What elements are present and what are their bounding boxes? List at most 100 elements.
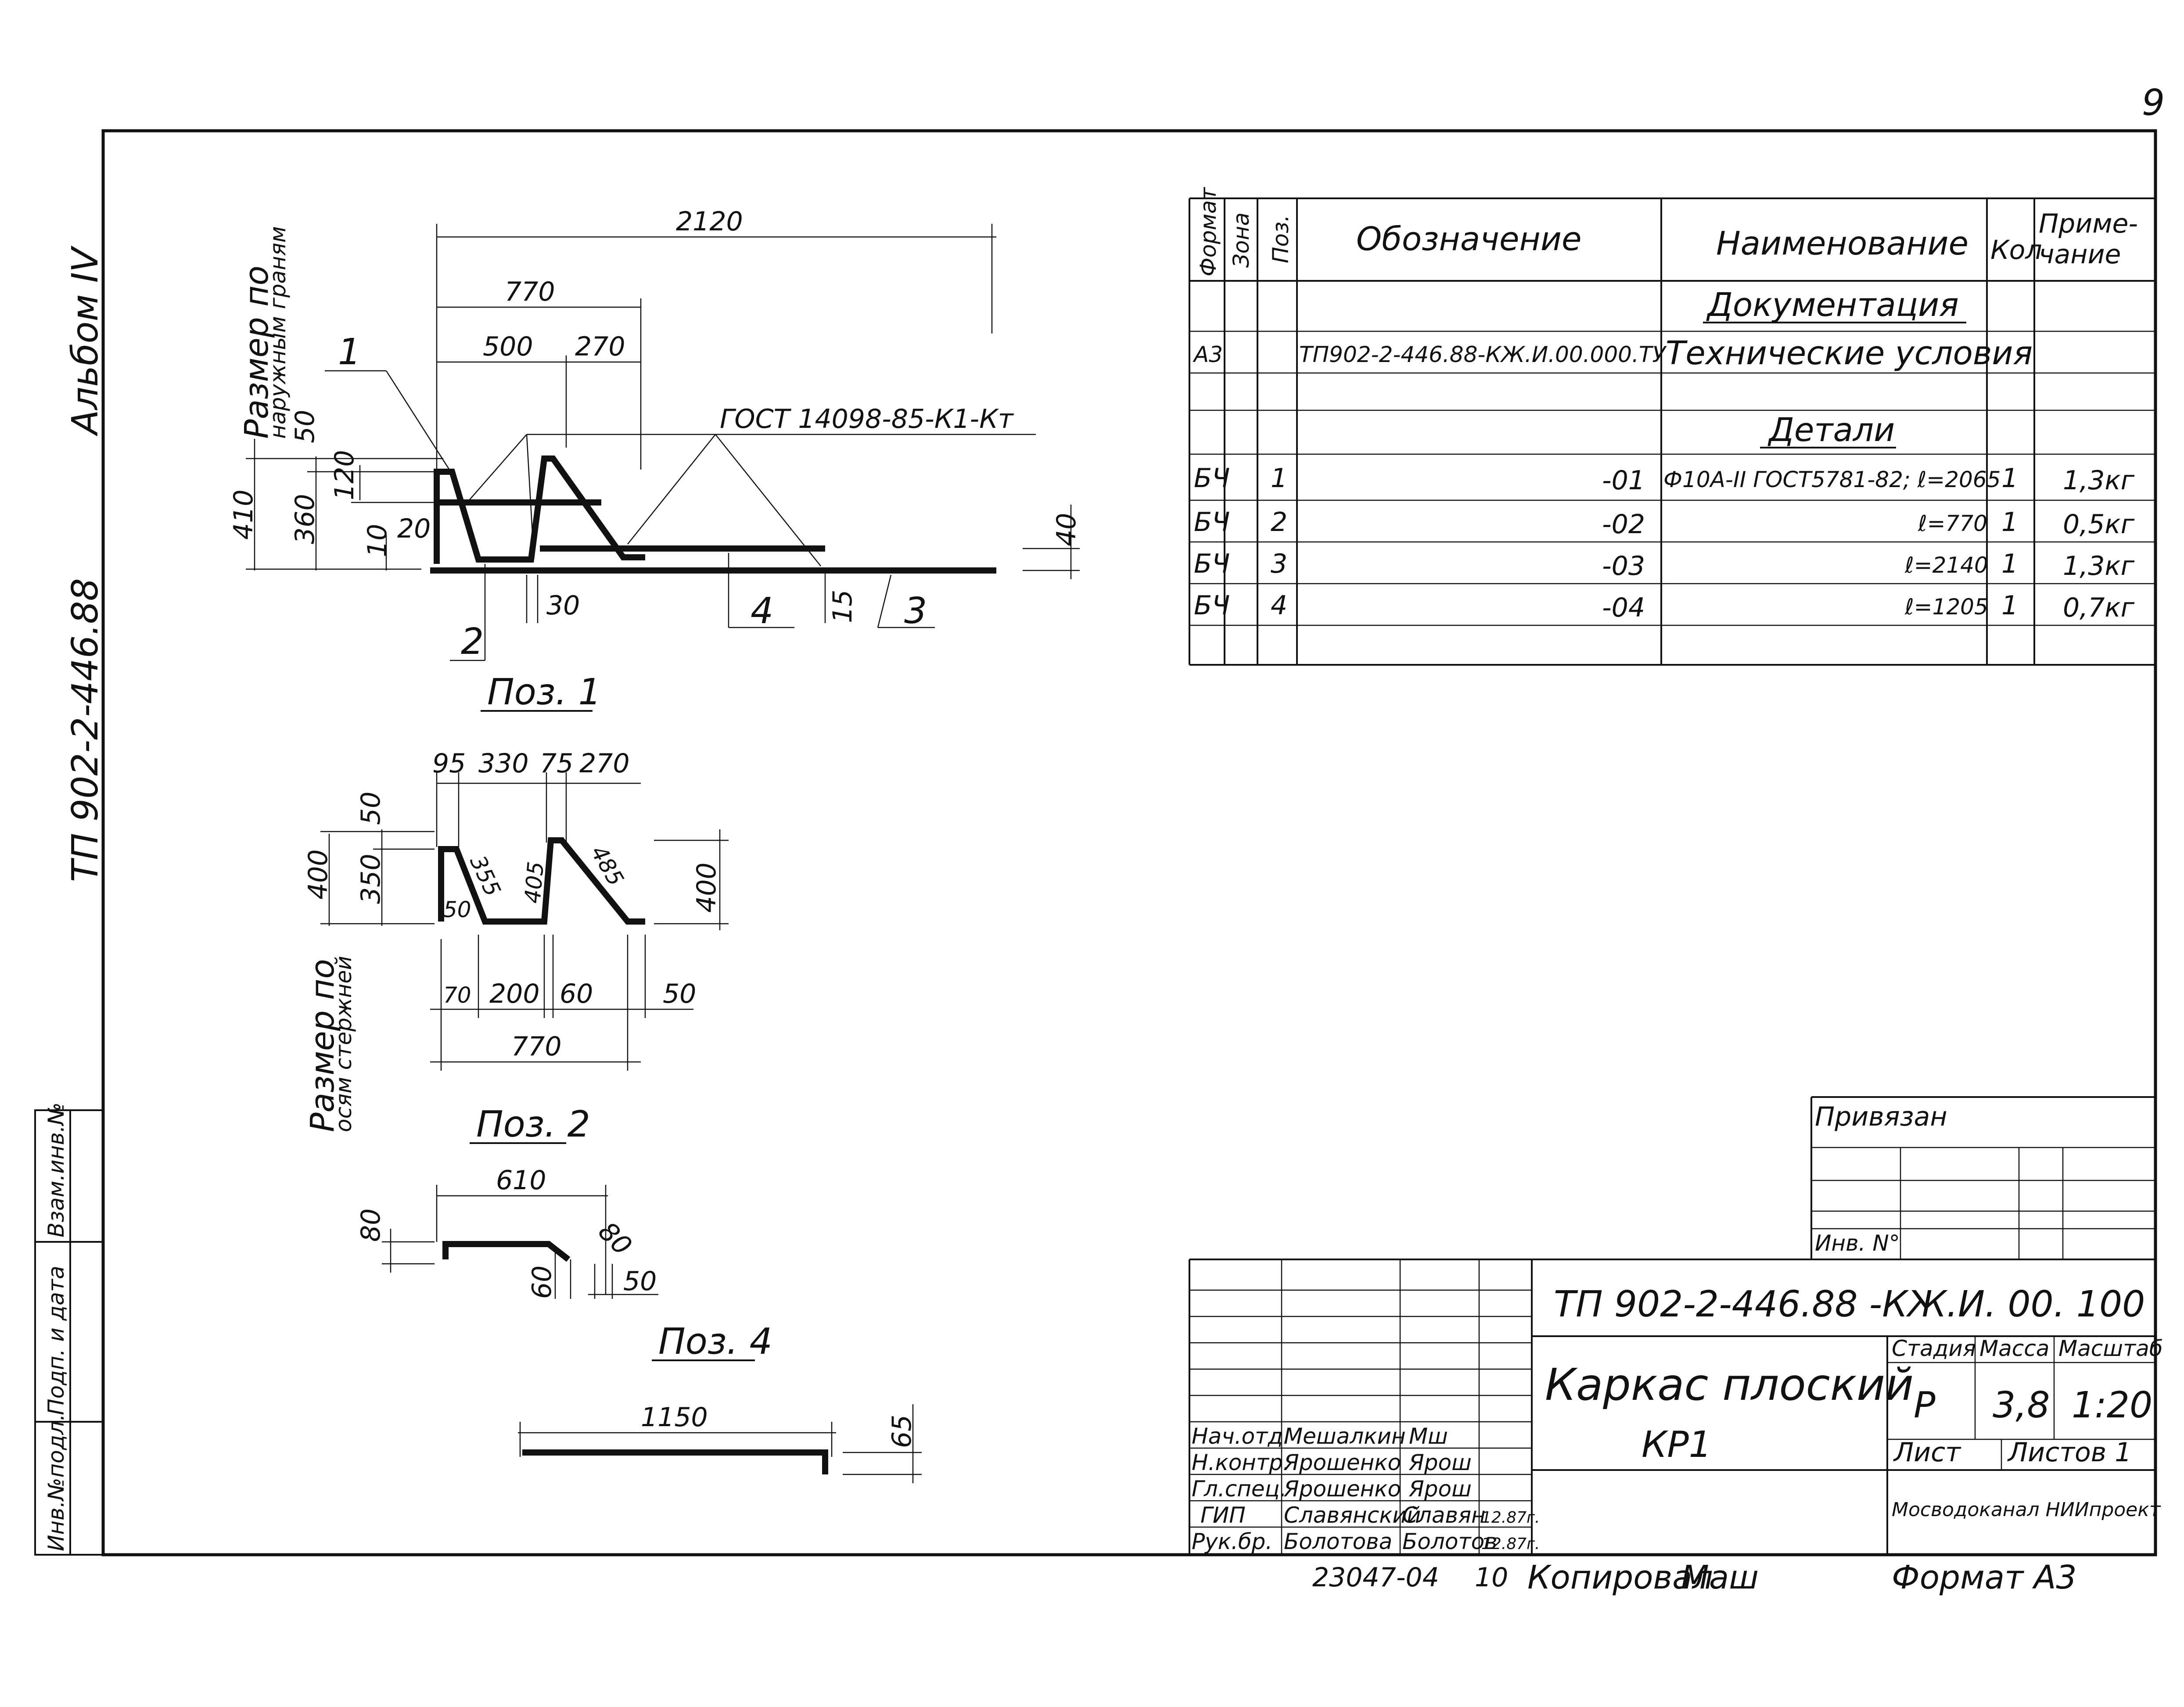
row4-qty: 1	[2001, 590, 2018, 621]
dim-30: 30	[546, 590, 580, 621]
row3-pos: 3	[1271, 549, 1287, 579]
callout-2: 2	[461, 621, 484, 663]
header-name: Наименование	[1716, 225, 1968, 262]
rebar-pos4-bar	[522, 1449, 828, 1474]
dim-330: 330	[478, 748, 529, 779]
row2-pos: 2	[1271, 507, 1287, 538]
album-label: Альбом IV	[65, 245, 106, 437]
left-stamp: Взам.инв.№ Подп. и дата Инв.№подл.	[34, 1102, 104, 1556]
doc-row-designation: ТП902-2-446.88-КЖ.И.00.000.ТУ	[1299, 342, 1667, 367]
row1-qty: 1	[2001, 463, 2018, 494]
dim-500: 500	[483, 331, 533, 362]
row3-designation: -03	[1602, 551, 1645, 581]
note-axes-line1: Размер по	[304, 959, 341, 1132]
dim-40: 40	[1051, 513, 1082, 546]
outer-frame	[101, 129, 2157, 1556]
left-stamp-frame	[34, 1109, 104, 1556]
person-3: Славянский	[1284, 1503, 1421, 1528]
role-0: Нач.отд.	[1192, 1424, 1290, 1449]
row4-note: 0,7кг	[2063, 592, 2135, 623]
privyazan-title: Привязан	[1815, 1101, 1947, 1132]
stage-label: Стадия	[1892, 1336, 1976, 1361]
row3-qty: 1	[2001, 549, 2018, 579]
row3-format: БЧ	[1194, 549, 1230, 579]
footer-copied: Копировал	[1527, 1559, 1713, 1596]
organization: Мосводоканал НИИпроект	[1892, 1499, 2161, 1521]
podp-data-label: Подп. и дата	[43, 1266, 69, 1415]
drawing-pos3: 610 80 80 60 50	[356, 1165, 658, 1299]
sign-3: Славян	[1402, 1503, 1486, 1528]
row2-qty: 1	[2001, 507, 2018, 538]
dim-80-left: 80	[356, 1209, 386, 1242]
sign-0: Мш	[1409, 1424, 1448, 1449]
doc-row-name: Технические условия	[1666, 334, 2033, 372]
drawing-pos2: Размер по осям стержней 95 330 75 270 50…	[303, 748, 729, 1145]
pos4-label: Поз. 4	[658, 1321, 772, 1363]
header-format: Формат	[1196, 186, 1221, 276]
dim-50-bottom: 50	[663, 979, 696, 1009]
row4-designation: -04	[1602, 592, 1645, 623]
header-note-2: чание	[2039, 239, 2121, 270]
dim-360: 360	[290, 494, 320, 544]
header-zone: Зона	[1228, 212, 1254, 268]
dim-75: 75	[540, 748, 573, 779]
dim-70: 70	[443, 983, 471, 1008]
dim-400-right: 400	[691, 862, 722, 913]
dim-410: 410	[228, 489, 259, 540]
dim-50-inner: 50	[443, 897, 471, 922]
sign-4: Болотов	[1402, 1529, 1498, 1554]
scale-label: Масштаб	[2058, 1336, 2163, 1361]
table-row: БЧ 4 -04 ℓ=1205 1 0,7кг	[1194, 590, 2135, 623]
dim-200: 200	[489, 979, 540, 1009]
dim-15: 15	[827, 590, 858, 623]
dim-50-top: 50	[356, 792, 386, 825]
rebar-pos3-anchor	[442, 1241, 571, 1262]
table-row: БЧ 2 -02 ℓ=770 1 0,5кг	[1194, 507, 2135, 540]
dim-1150: 1150	[641, 1402, 708, 1433]
row2-note: 0,5кг	[2063, 509, 2135, 540]
dim-400-left: 400	[303, 849, 334, 900]
vzam-inv-label: Взам.инв.№	[43, 1102, 69, 1237]
row2-format: БЧ	[1194, 507, 1230, 538]
project-code-vertical: ТП 902-2-446.88	[65, 578, 106, 882]
row2-designation: -02	[1602, 509, 1645, 540]
dim-60: 60	[560, 979, 593, 1009]
header-designation: Обозначение	[1356, 220, 1581, 258]
row4-name: ℓ=1205	[1904, 594, 1988, 620]
table-row: БЧ 1 -01 Ф10А-II ГОСТ5781-82; ℓ=2065 1 1…	[1194, 463, 2135, 496]
footer-inv-number: 23047-04	[1312, 1562, 1439, 1593]
dim-770: 770	[511, 1031, 562, 1062]
page-number: 9	[2142, 82, 2165, 124]
dim-270: 270	[575, 331, 625, 362]
row1-name: Ф10А-II ГОСТ5781-82; ℓ=2065	[1663, 467, 2001, 492]
rebar-pos2-shape	[438, 837, 645, 925]
header-note-1: Приме-	[2039, 208, 2138, 239]
row4-pos: 4	[1271, 590, 1287, 621]
callout-3: 3	[904, 590, 927, 632]
drawing-pos4: Поз. 4 1150 65	[518, 1321, 922, 1483]
row1-designation: -01	[1602, 465, 1645, 496]
privyazan-inv: Инв. N°	[1815, 1230, 1900, 1256]
dim-485: 485	[586, 841, 629, 890]
sheet-label: Лист	[1893, 1437, 1961, 1468]
title-block: Нач.отд. Мешалкин Мш Н.контр. Ярошенко Я…	[1189, 1259, 2163, 1555]
dim-405: 405	[520, 861, 549, 904]
drawing-code: ТП 902-2-446.88 -КЖ.И. 00. 100	[1554, 1284, 2145, 1325]
sheet-frame: 9 Альбом IV ТП 902-2-446.88	[65, 82, 2165, 1556]
mass-label: Масса	[1979, 1336, 2049, 1361]
section-details: Детали	[1767, 411, 1895, 449]
scale-value: 1:20	[2072, 1384, 2152, 1426]
row1-pos: 1	[1271, 463, 1287, 494]
date-4: 12.87г.	[1481, 1535, 1540, 1553]
callout-1: 1	[338, 331, 361, 373]
callout-4: 4	[751, 590, 773, 632]
inv-podl-label: Инв.№подл.	[43, 1414, 69, 1551]
privyazan-box: Привязан Инв. N°	[1810, 1096, 2155, 1259]
person-2: Ярошенко	[1283, 1476, 1401, 1502]
dim-50: 50	[290, 410, 320, 443]
person-4: Болотова	[1284, 1529, 1392, 1554]
row3-name: ℓ=2140	[1904, 552, 1988, 578]
row2-name: ℓ=770	[1918, 511, 1987, 536]
role-4: Рук.бр.	[1192, 1529, 1272, 1554]
